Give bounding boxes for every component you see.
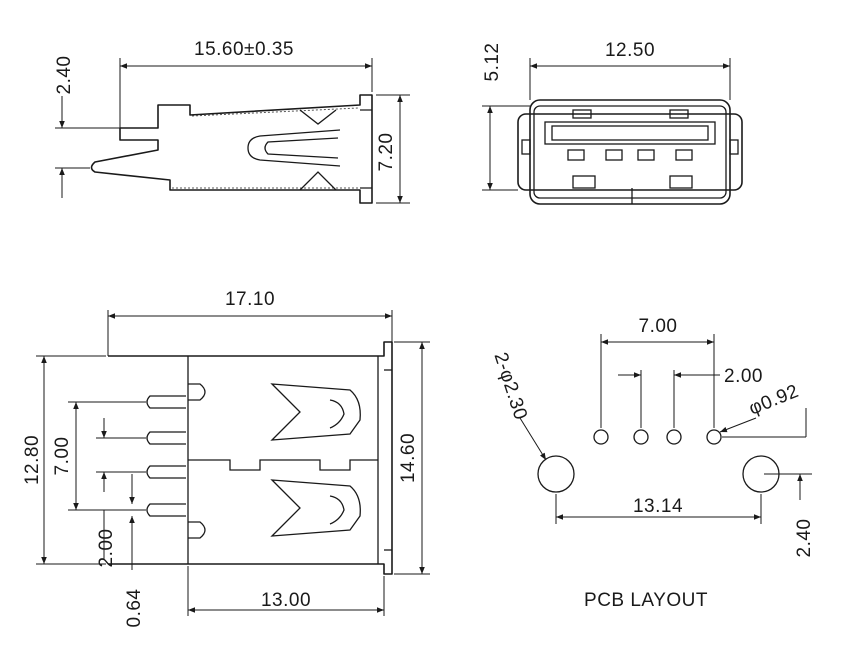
pcb-mount-hole-left xyxy=(537,455,575,493)
top-view-total-length-label: 17.10 xyxy=(225,289,275,310)
side-view-spring-contact xyxy=(247,129,341,167)
pcb-mount-offset-label: 2.40 xyxy=(794,519,815,558)
pcb-pin-hole-3 xyxy=(666,429,682,445)
top-view-pin-pitch-label: 2.00 xyxy=(96,529,117,568)
top-view-spring-lower xyxy=(270,479,361,537)
pcb-mount-hole-label: 2-φ2.30 xyxy=(489,350,531,423)
pcb-pin-hole-1 xyxy=(593,429,609,445)
top-view-body-length-label: 13.00 xyxy=(261,590,311,611)
side-view-height-label: 7.20 xyxy=(376,133,397,172)
pcb-layout-caption: PCB LAYOUT xyxy=(584,590,708,611)
front-view-shell xyxy=(529,99,731,205)
top-view-shell-width-label: 14.60 xyxy=(398,433,419,483)
front-view-height-label: 5.12 xyxy=(482,43,503,82)
side-view: 15.60±0.35 7.20 2.40 xyxy=(54,39,410,204)
front-view-width-label: 12.50 xyxy=(605,40,655,61)
top-view-pin-span-label: 7.00 xyxy=(52,437,73,476)
pcb-pin-hole-2 xyxy=(633,429,649,445)
side-view-length-label: 15.60±0.35 xyxy=(194,39,294,60)
top-view: 17.10 13.00 12.80 7.00 2.00 0.64 14.60 xyxy=(22,289,430,627)
top-view-spring-upper xyxy=(270,383,361,441)
front-view: 12.50 5.12 xyxy=(482,40,743,205)
pcb-pin-span-label: 7.00 xyxy=(639,316,678,337)
pcb-mount-spacing-label: 13.14 xyxy=(633,496,683,517)
top-view-outer-width-label: 12.80 xyxy=(22,435,43,485)
side-view-pin-offset-label: 2.40 xyxy=(54,56,75,95)
top-view-pin-width-label: 0.64 xyxy=(124,589,145,628)
pcb-pin-hole-4 xyxy=(706,429,722,445)
top-view-pins xyxy=(146,395,186,517)
pcb-pin-pitch-label: 2.00 xyxy=(724,366,763,387)
front-view-tongue xyxy=(544,121,716,145)
top-view-shell xyxy=(108,341,393,575)
side-view-body xyxy=(90,94,373,204)
pcb-layout: 7.00 2.00 φ0.92 2-φ2.30 13.14 2.40 PCB L… xyxy=(489,316,815,611)
